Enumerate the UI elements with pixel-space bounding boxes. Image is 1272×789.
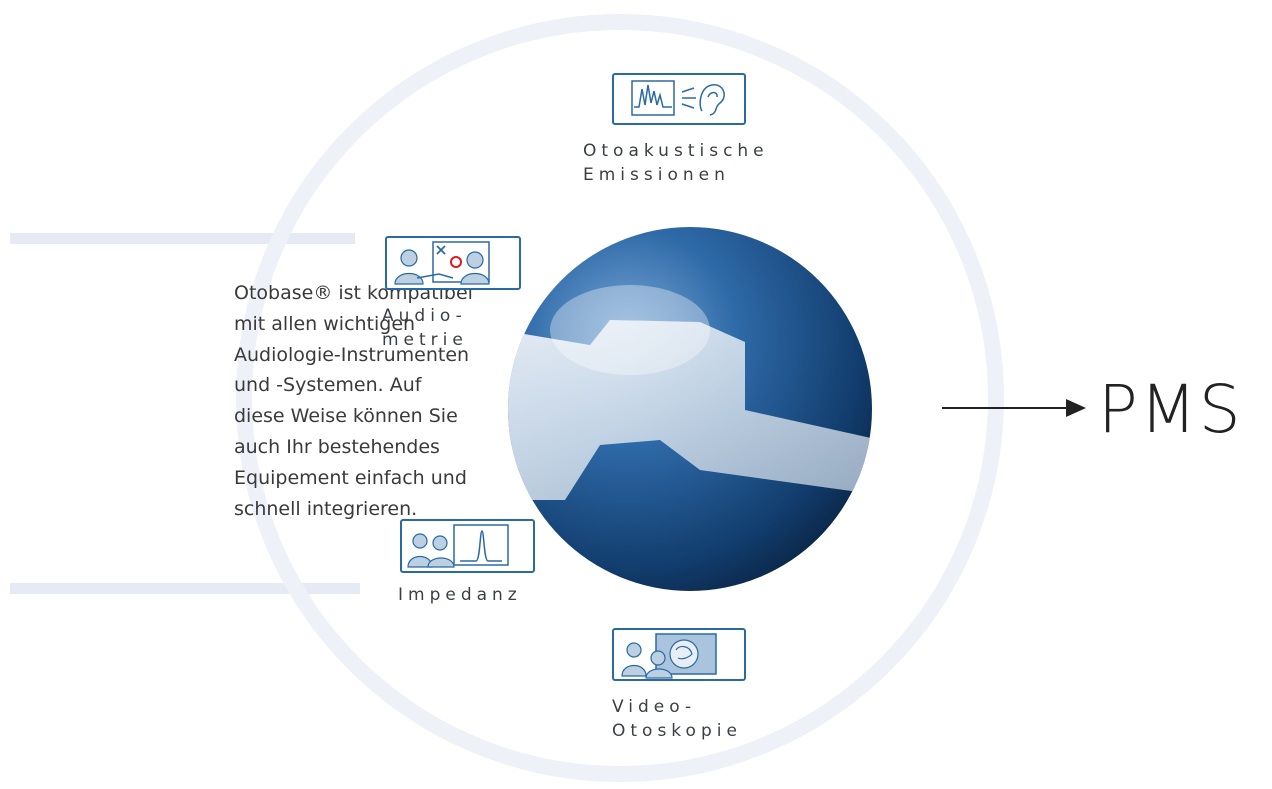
bottom-bar xyxy=(10,583,360,594)
oae-waveform-ear-icon xyxy=(612,73,746,125)
video-otoscopy-label-line: Video- xyxy=(612,697,697,717)
audiometry-label-line: Audio- xyxy=(382,306,467,326)
audiometry-label-line: metrie xyxy=(382,330,468,350)
description-line: Audiologie-Instrumenten xyxy=(234,343,470,366)
description-text: Otobase® ist kompatibel mit allen wichti… xyxy=(234,278,534,524)
impedance-label-line: Impedanz xyxy=(398,585,522,605)
description-line: diese Weise können Sie xyxy=(234,405,458,428)
description-line: und -Systemen. Auf xyxy=(234,374,422,397)
oae-label-line: Emissionen xyxy=(583,165,730,185)
audiometry-label: Audio- metrie xyxy=(382,304,468,352)
outer-ring xyxy=(236,14,1004,782)
top-bar xyxy=(10,233,355,244)
video-otoscopy-label: Video- Otoskopie xyxy=(612,695,742,743)
oae-label: Otoakustische Emissionen xyxy=(583,139,769,187)
impedance-icon xyxy=(400,519,535,573)
otobase-sphere-logo xyxy=(508,227,872,591)
video-otoscopy-label-line: Otoskopie xyxy=(612,721,742,741)
oae-label-line: Otoakustische xyxy=(583,141,769,161)
impedance-label: Impedanz xyxy=(398,583,522,607)
audiometry-icon xyxy=(385,236,521,290)
pms-label: PMS xyxy=(1098,371,1243,448)
description-line: schnell integrieren. xyxy=(234,497,418,520)
description-line: mit allen wichtigen xyxy=(234,312,416,335)
description-line: Equipement einfach und xyxy=(234,466,467,489)
video-otoscopy-icon xyxy=(612,628,746,681)
arrow-to-pms xyxy=(942,399,1086,417)
description-line: auch Ihr bestehendes xyxy=(234,435,440,458)
